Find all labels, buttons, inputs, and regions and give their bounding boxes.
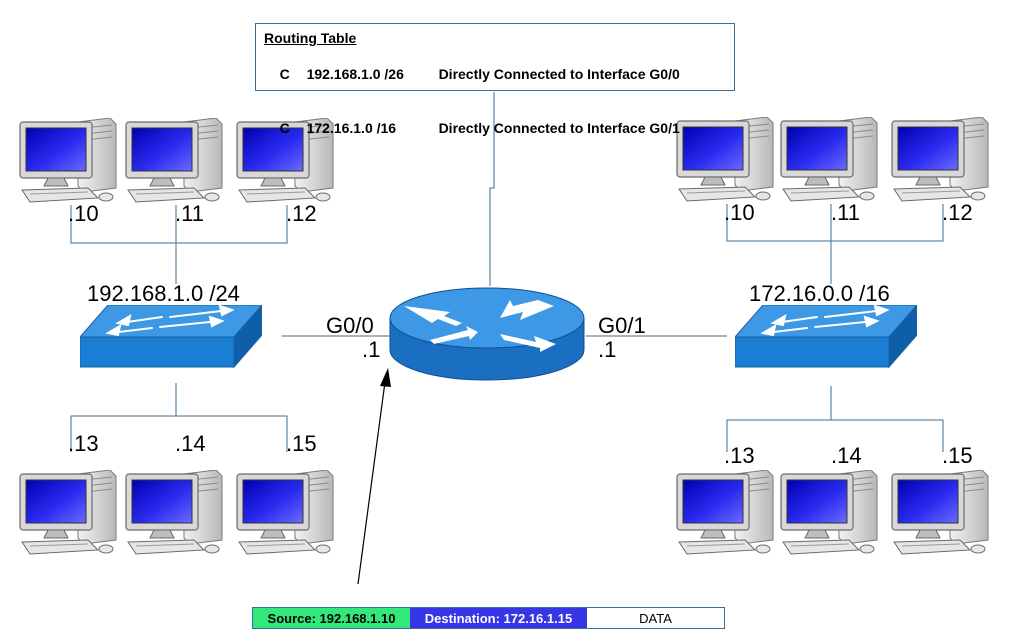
route-description: Directly Connected to Interface G0/1 xyxy=(438,120,680,136)
packet-arrow xyxy=(357,368,391,585)
host-label: .10 xyxy=(68,201,99,226)
host-label: .10 xyxy=(724,200,755,225)
pc-icon xyxy=(891,117,989,202)
router-icon xyxy=(389,287,585,381)
route-network: 192.168.1.0 /26 xyxy=(306,66,404,82)
routing-table-row: C 192.168.1.0 /26 Directly Connected to In… xyxy=(264,47,726,101)
packet-data: DATA xyxy=(587,608,724,628)
pc-icon xyxy=(19,118,117,203)
right-top-bus xyxy=(726,204,944,284)
router-port-g0-1-ip: .1 xyxy=(598,337,617,362)
packet: Source: 192.168.1.10 Destination: 172.16… xyxy=(252,607,725,629)
table-callout-line xyxy=(489,92,495,286)
host-label: .12 xyxy=(286,201,317,226)
route-code: C xyxy=(279,66,290,82)
pc-icon xyxy=(676,470,774,555)
host-label: .12 xyxy=(942,200,973,225)
connections xyxy=(70,92,944,452)
route-code: C xyxy=(279,120,290,136)
packet-source: Source: 192.168.1.10 xyxy=(253,608,410,628)
host-label: .13 xyxy=(724,443,755,468)
router-port-g0-0-ip: .1 xyxy=(362,337,381,362)
route-network: 172.16.1.0 /16 xyxy=(306,120,397,136)
pc-icon xyxy=(780,470,878,555)
right-bottom-bus xyxy=(726,386,944,452)
right-switch-icon xyxy=(735,305,917,368)
host-label: .14 xyxy=(175,431,206,456)
left-network-label: 192.168.1.0 /24 xyxy=(87,281,240,306)
routing-table-title: Routing Table xyxy=(264,30,357,46)
host-label: .11 xyxy=(175,201,204,226)
host-label: .15 xyxy=(286,431,317,456)
pc-icon xyxy=(236,470,334,555)
right-bottom-pcs xyxy=(676,470,989,555)
host-label: .11 xyxy=(831,200,860,225)
router-port-g0-1: G0/1 xyxy=(598,313,646,338)
left-bottom-bus xyxy=(70,383,288,452)
route-description: Directly Connected to Interface G0/0 xyxy=(438,66,680,82)
pc-icon xyxy=(891,470,989,555)
right-network-label: 172.16.0.0 /16 xyxy=(749,281,890,306)
left-bottom-pcs xyxy=(19,470,334,555)
pc-icon xyxy=(125,118,223,203)
packet-destination: Destination: 172.16.1.15 xyxy=(410,608,587,628)
pc-icon xyxy=(780,117,878,202)
left-switch-icon xyxy=(80,305,262,368)
router-port-g0-0: G0/0 xyxy=(326,313,374,338)
host-label: .14 xyxy=(831,443,862,468)
pc-icon xyxy=(125,470,223,555)
host-label: .15 xyxy=(942,443,973,468)
host-label: .13 xyxy=(68,431,99,456)
pc-icon xyxy=(19,470,117,555)
routing-table-row: C 172.16.1.0 /16 Directly Connected to Int… xyxy=(264,101,726,155)
left-top-bus xyxy=(70,205,288,284)
